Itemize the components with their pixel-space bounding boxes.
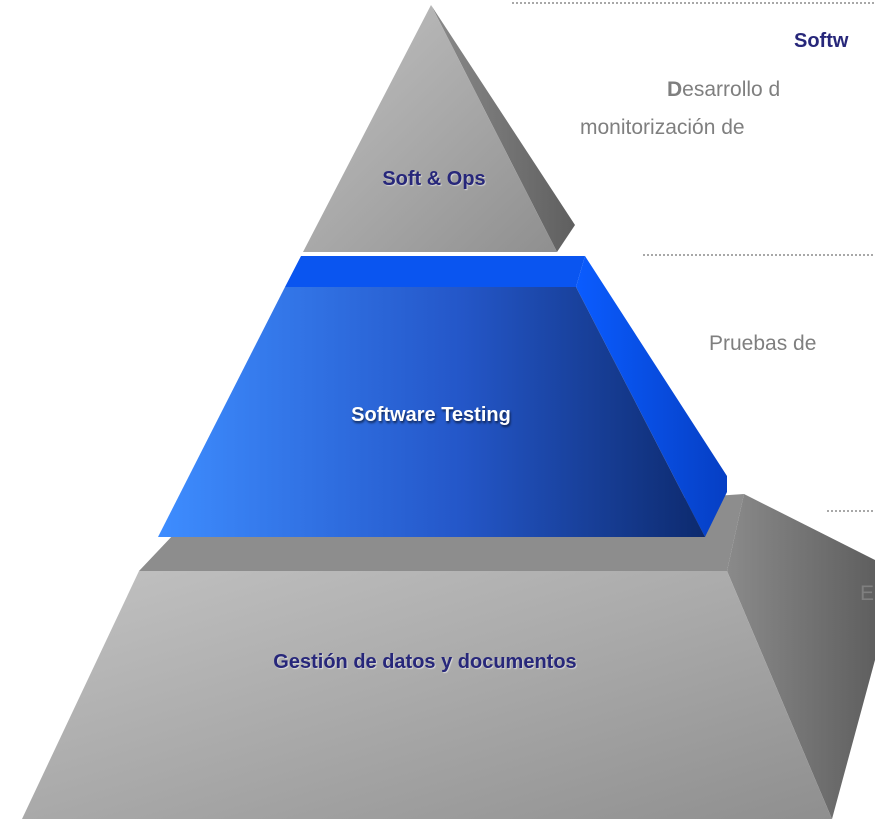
tier-top-side	[431, 5, 575, 252]
tier-label-soft-ops: Soft & Ops	[382, 168, 486, 190]
tier-bottom-face	[22, 571, 832, 819]
description-top-line1: Desarrollo d	[667, 78, 780, 102]
description-bottom-text: E	[860, 582, 875, 605]
description-top-line1-rest: esarrollo d	[682, 78, 781, 101]
description-middle-text: Pruebas de	[709, 332, 817, 355]
tier-middle	[158, 256, 727, 537]
description-top-line2: monitorización de	[580, 116, 745, 139]
tier-middle-side	[576, 256, 727, 537]
tier-top	[303, 5, 575, 252]
tier-top-face	[303, 5, 557, 252]
description-top-line1-lead: D	[667, 78, 683, 101]
description-top-title: Softw	[794, 30, 849, 52]
tier-bottom-side	[727, 494, 875, 819]
tier-label-software-testing: Software Testing	[351, 404, 511, 426]
tier-middle-top-band	[285, 256, 585, 287]
tier-label-gestion-datos: Gestión de datos y documentos	[273, 651, 577, 673]
tier-middle-face	[158, 287, 705, 537]
